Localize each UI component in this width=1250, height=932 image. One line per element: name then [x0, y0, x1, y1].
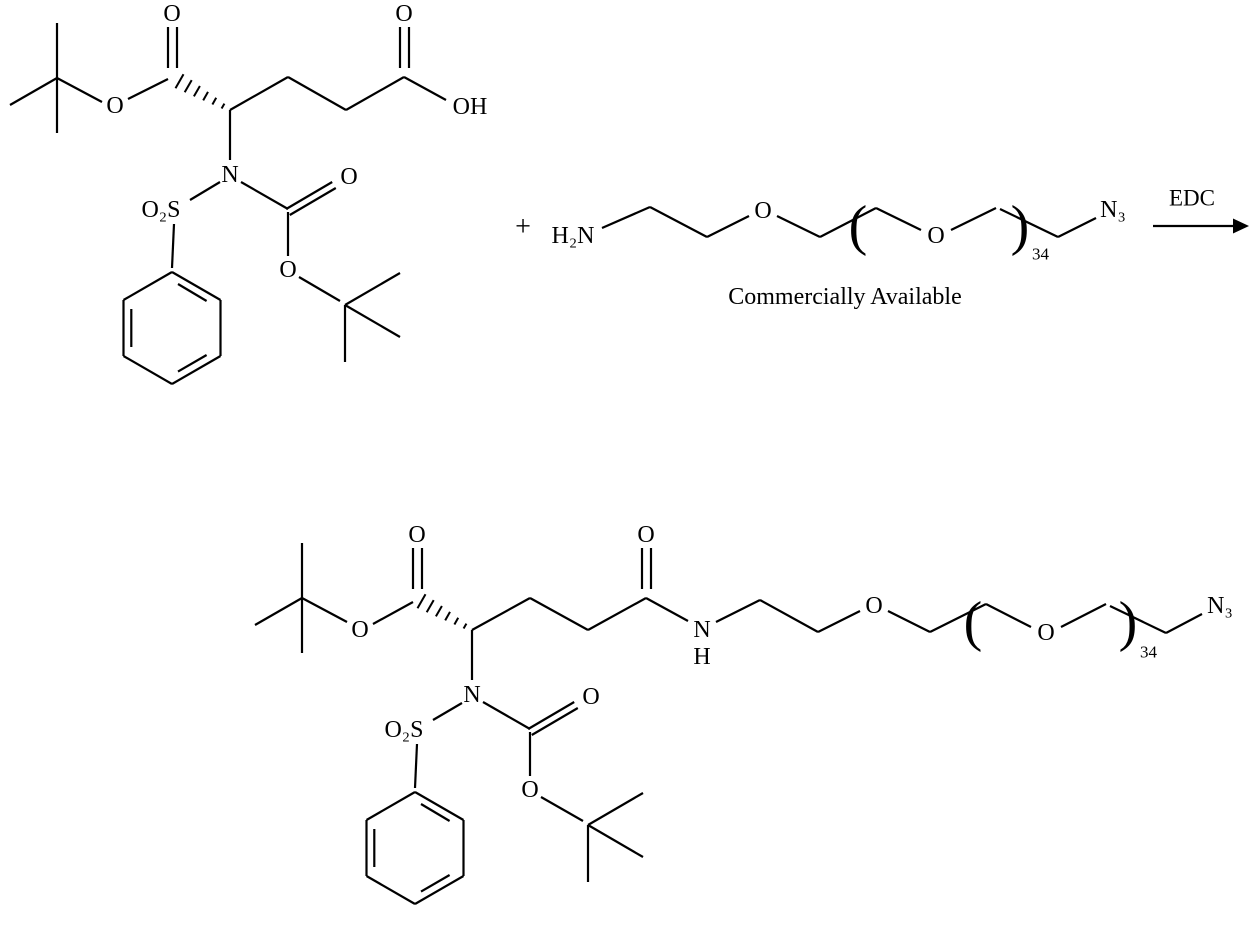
peg-azide-reactant: H₂N O O ( ) 34 N₃ Commercially Available: [551, 195, 1125, 310]
boc-ester-oxygen-label: O: [279, 257, 296, 283]
acid-carbonyl-oxygen-label: O: [395, 1, 412, 27]
arrowhead-icon: [1233, 218, 1249, 234]
product-structure: O O O N N H O O ( ) 34 N₃ O₂S O O: [254, 522, 1233, 905]
bond-set-product: [254, 543, 1203, 905]
repeat-paren-close: ): [1119, 591, 1138, 653]
alpha-nitrogen-label: N: [463, 682, 480, 708]
repeat-subscript: 34: [1140, 643, 1158, 662]
bond-set-peg-azide: [601, 205, 1097, 238]
reactant-glutamate: O O O OH N O₂S O O: [9, 1, 488, 385]
repeat-subscript: 34: [1032, 245, 1050, 264]
boc-ester-oxygen-label: O: [521, 777, 538, 803]
availability-note: Commercially Available: [728, 284, 961, 310]
ester-oxygen-label: O: [106, 93, 123, 119]
amide-nitrogen-label: N: [693, 617, 710, 643]
amide-hydrogen-label: H: [693, 644, 710, 670]
boc-carbonyl-oxygen-label: O: [582, 684, 599, 710]
reaction-arrow: EDC: [1153, 186, 1249, 234]
bond-set-reactant-glutamate: [9, 23, 447, 385]
stereo-hash-bond-product: [416, 593, 468, 629]
repeat-paren-open: (: [849, 195, 868, 257]
sulfonyl-label: O₂S: [141, 197, 180, 223]
sulfonyl-label: O₂S: [384, 717, 423, 743]
stereo-hash-bond: [174, 73, 226, 109]
ether-oxygen-label: O: [754, 198, 771, 224]
azide-label: N₃: [1100, 197, 1126, 223]
carbonyl-oxygen-label: O: [163, 1, 180, 27]
hydroxyl-label: OH: [453, 94, 488, 120]
azide-label: N₃: [1207, 593, 1233, 619]
repeat-oxygen-label: O: [927, 223, 944, 249]
boc-carbonyl-oxygen-label: O: [340, 164, 357, 190]
carbonyl-oxygen-label: O: [408, 522, 425, 548]
arrow-reagent-label: EDC: [1169, 186, 1215, 211]
plus-sign: +: [515, 212, 531, 243]
repeat-oxygen-label: O: [1037, 620, 1054, 646]
repeat-paren-close: ): [1011, 195, 1030, 257]
repeat-paren-open: (: [964, 591, 983, 653]
alpha-nitrogen-label: N: [221, 162, 238, 188]
amide-carbonyl-oxygen-label: O: [637, 522, 654, 548]
ester-oxygen-label: O: [351, 617, 368, 643]
amine-label: H₂N: [551, 223, 594, 249]
ether-oxygen-label: O: [865, 593, 882, 619]
